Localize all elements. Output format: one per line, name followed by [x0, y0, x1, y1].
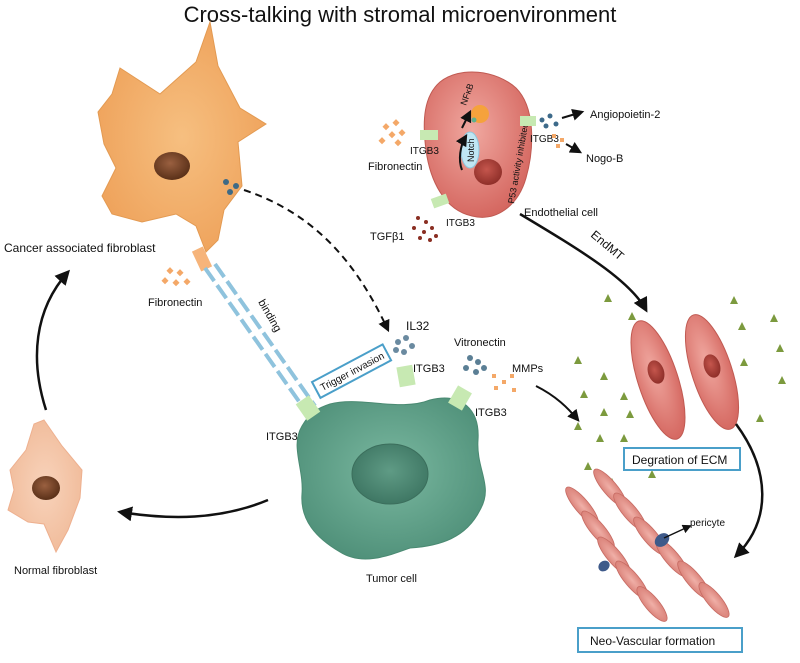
caf-label: Cancer associated fibroblast [4, 241, 156, 255]
nogob-label: Nogo-B [586, 153, 623, 165]
endmt-label: EndMT [588, 228, 627, 264]
pericyte-label: pericyte [690, 518, 725, 529]
fibronectin-caf-label: Fibronectin [148, 297, 202, 309]
il32-particles [393, 335, 415, 355]
itgb3-endo-left-label: ITGB3 [410, 146, 439, 157]
tgfb1-particles [412, 216, 438, 242]
cancer-associated-fibroblast-cell [97, 20, 267, 272]
fibronectin-endo-label: Fibronectin [368, 161, 422, 173]
itgb3-receptors-tumor [295, 364, 472, 421]
endothelial-nucleus [474, 159, 502, 185]
nogob-particles [552, 134, 564, 148]
fibronectin-particles-caf [161, 267, 191, 287]
fibronectin-particles-endothelial [378, 119, 406, 147]
neo-vessel-cells [565, 468, 730, 622]
diagram-title: Cross-talking with stromal microenvironm… [184, 2, 617, 27]
angiopoietin2-particles [539, 113, 559, 129]
tumor-to-normal-arrow [117, 498, 269, 522]
itgb3-receptors-endothelial [420, 116, 536, 209]
tgfb1-label: TGFβ1 [370, 231, 404, 243]
normal-fibroblast-cell [7, 419, 83, 554]
vitronectin-label: Vitronectin [454, 337, 506, 349]
angiopoietin2-label: Angiopoietin-2 [590, 109, 660, 121]
caf-nucleus [154, 152, 190, 180]
mmps-label: MMPs [512, 363, 544, 375]
normal-to-caf-arrow [35, 269, 70, 411]
endothelial-cell [423, 71, 533, 218]
itgb3-tumor-left-label: ITGB3 [266, 431, 298, 443]
normal-fibroblast-label: Normal fibroblast [14, 565, 97, 577]
itgb3-tumor-right-label: ITGB3 [475, 407, 507, 419]
notch-label: Notch [466, 138, 476, 162]
tumor-cell-label: Tumor cell [366, 573, 417, 585]
itgb3-endo-right-label: ITGB3 [530, 134, 559, 145]
il32-secretion-arrow [243, 189, 390, 333]
itgb3-tumor-top-label: ITGB3 [413, 363, 445, 375]
trigger-invasion-box: Trigger invasion [310, 343, 393, 400]
tumor-cell [296, 397, 486, 560]
il32-label: IL32 [406, 319, 430, 333]
neo-vascular-label: Neo-Vascular formation [590, 634, 715, 648]
normal-fibroblast-nucleus [32, 476, 60, 500]
endmt-arrow [519, 212, 648, 313]
mmps-to-ecm-arrow [535, 385, 580, 422]
mesenchymal-cells [630, 314, 740, 440]
neo-vascular-box: Neo-Vascular formation [577, 627, 743, 653]
binding-connector [203, 262, 317, 412]
vitronectin-particles [463, 355, 487, 375]
ecm-to-neovascular-arrow [733, 423, 764, 559]
mmps-particles [492, 374, 516, 392]
degradation-ecm-label: Degration of ECM [632, 453, 727, 467]
itgb3-endo-bottom-label: ITGB3 [446, 218, 475, 229]
endothelial-cell-label: Endothelial cell [524, 207, 598, 219]
degradation-ecm-box: Degration of ECM [623, 447, 741, 471]
tumor-nucleus [351, 443, 429, 505]
